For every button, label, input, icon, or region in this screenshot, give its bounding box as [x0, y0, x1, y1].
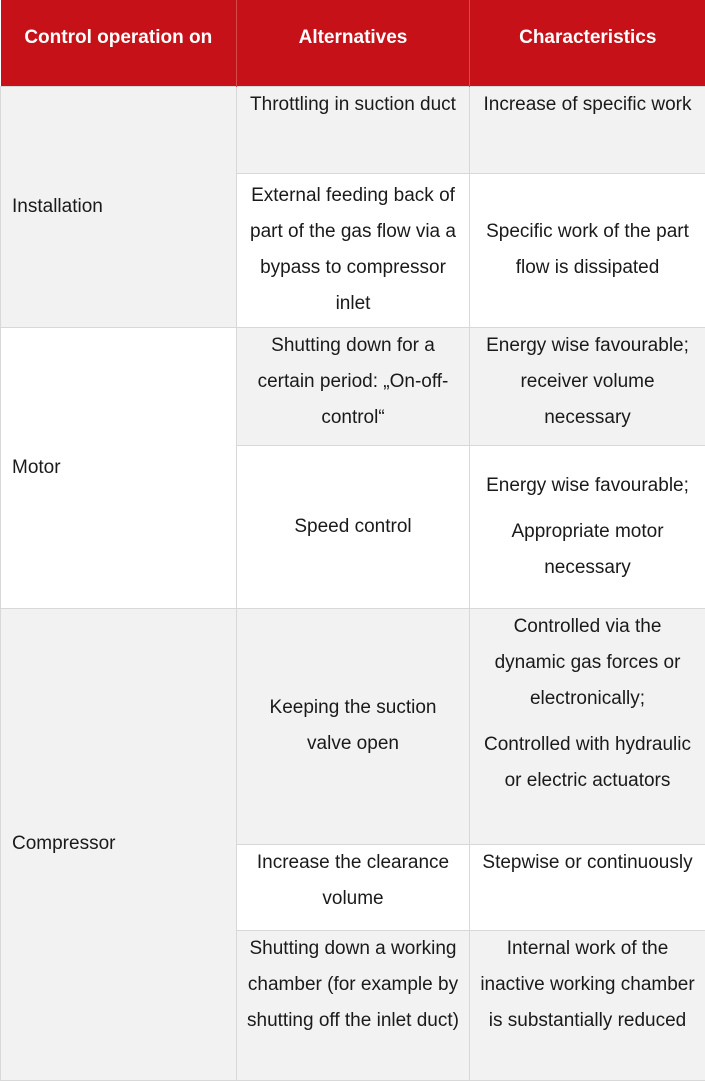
characteristics-text: Stepwise or continuously: [482, 851, 693, 873]
characteristics-text: Energy wise favourable; receiver volume …: [486, 334, 689, 428]
alternative-cell: Shutting down a working chamber (for exa…: [236, 929, 470, 1081]
characteristics-cell: Increase of specific work: [469, 85, 705, 174]
table-body: Installation Throttling in suction duct …: [0, 85, 705, 1081]
table-row: Shutting down a working chamber (for exa…: [1, 929, 705, 1081]
table-row: Installation Throttling in suction duct …: [0, 85, 705, 328]
characteristics-cell: Energy wise favourable; Appropriate moto…: [469, 444, 705, 609]
characteristics-cell: Specific work of the part flow is dissip…: [469, 172, 705, 328]
characteristics-cell: Energy wise favourable; receiver volume …: [469, 326, 705, 446]
alternative-text: Shutting down a working chamber (for exa…: [247, 937, 459, 1031]
alternative-cell: Shutting down for a certain period: „On-…: [236, 326, 470, 446]
alternative-cell: Increase the clearance volume: [236, 843, 470, 931]
alternative-cell: Throttling in suction duct: [236, 85, 470, 174]
table-row: Speed control Energy wise favourable; Ap…: [1, 444, 705, 609]
alternative-cell: Speed control: [236, 444, 470, 609]
group-label-motor: Motor: [0, 326, 237, 609]
characteristics-text: Increase of specific work: [483, 93, 692, 115]
alternative-cell: Keeping the suction valve open: [236, 607, 470, 845]
characteristics-text: Controlled with hydraulic or electric ac…: [484, 733, 691, 791]
characteristics-text: Appropriate motor necessary: [511, 520, 664, 578]
table-header: Control operation on Alternatives Charac…: [0, 0, 705, 86]
alternative-text: Keeping the suction valve open: [269, 697, 437, 754]
characteristics-cell: Internal work of the inactive working ch…: [469, 929, 705, 1081]
alternative-cell: External feeding back of part of the gas…: [236, 172, 470, 328]
header-alternatives: Alternatives: [236, 0, 470, 86]
alternative-text: Throttling in suction duct: [250, 93, 456, 115]
group-label-compressor: Compressor: [0, 607, 237, 1081]
header-row: Control operation on Alternatives Charac…: [0, 0, 705, 86]
alternative-text: Increase the clearance volume: [256, 851, 450, 909]
table-row: Compressor Keeping the suction valve ope…: [0, 607, 705, 1081]
alternative-text: External feeding back of part of the gas…: [250, 185, 456, 314]
alternative-text: Shutting down for a certain period: „On-…: [257, 334, 449, 428]
table-row: External feeding back of part of the gas…: [1, 172, 705, 328]
alternative-text: Speed control: [294, 515, 412, 537]
characteristics-cell: Stepwise or continuously: [469, 843, 705, 931]
characteristics-cell: Controlled via the dynamic gas forces or…: [469, 607, 705, 845]
table-row: Motor Shutting down for a certain period…: [0, 326, 705, 609]
table-row: Increase the clearance volume Stepwise o…: [1, 843, 705, 931]
header-control-operation: Control operation on: [0, 0, 237, 86]
characteristics-text: Energy wise favourable;: [486, 474, 689, 496]
group-label-installation: Installation: [0, 85, 237, 328]
characteristics-text: Controlled via the dynamic gas forces or…: [494, 615, 681, 709]
header-characteristics: Characteristics: [469, 0, 705, 86]
characteristics-text: Internal work of the inactive working ch…: [480, 937, 695, 1031]
characteristics-text: Specific work of the part flow is dissip…: [486, 221, 689, 278]
